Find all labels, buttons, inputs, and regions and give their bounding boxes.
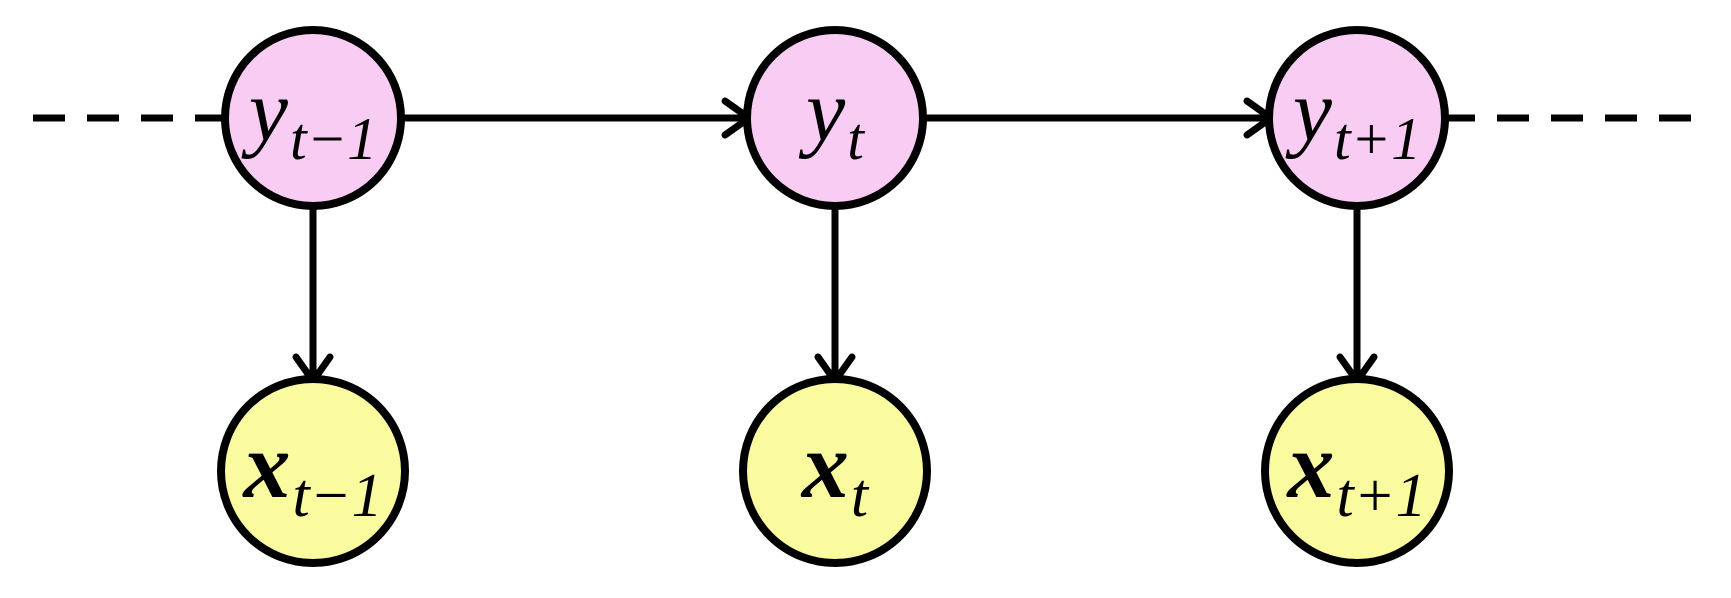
observed-node-t+1 bbox=[1261, 375, 1453, 567]
observed-node-label-t-1: xt−1 bbox=[241, 414, 382, 530]
hidden-node-label-t-1: yt−1 bbox=[241, 63, 377, 172]
hidden-node-t-1 bbox=[221, 26, 405, 210]
observed-node-t-1 bbox=[217, 375, 409, 567]
observed-node-label-t+1: xt+1 bbox=[1285, 414, 1426, 530]
hidden-node-t+1 bbox=[1265, 26, 1449, 210]
hidden-node-t bbox=[743, 26, 927, 210]
hidden-node-label-t: yt bbox=[798, 63, 865, 172]
observed-node-t bbox=[739, 375, 931, 567]
observed-node-label-t: xt bbox=[800, 414, 870, 530]
hidden-node-label-t+1: yt+1 bbox=[1285, 63, 1421, 172]
